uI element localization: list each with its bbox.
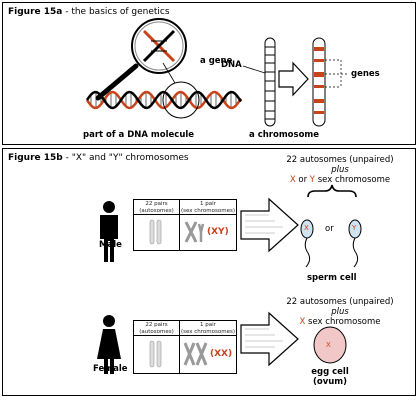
female-autosome-pair-icon [149, 340, 162, 368]
egg-cell-icon [313, 326, 347, 364]
male-autosomes-line: 22 autosomes (unpaired) [286, 155, 394, 165]
male-autosome-pair-icon [149, 219, 162, 245]
female-sex-pair: (XX) [210, 349, 233, 359]
female-person-icon [97, 315, 121, 374]
female-chromosome-table: 22 pairs (autosomes) 1 pair (sex chromos… [133, 320, 237, 374]
egg-x-letter: X [326, 341, 331, 349]
male-plus: plus [331, 165, 349, 175]
female-xx-chromosome-icon [183, 342, 208, 366]
dna-helix [85, 90, 243, 110]
figure-15b-title: Figure 15b - "X" and "Y" chromosomes [8, 153, 189, 163]
brace-icon [307, 184, 357, 198]
dna-caption: part of a DNA molecule [83, 130, 195, 140]
magnifying-glass-icon [95, 18, 187, 101]
gene-highlight-circle [162, 81, 200, 119]
sperm-y-letter: Y [352, 224, 357, 232]
male-label: Male [99, 240, 122, 250]
chromosome-caption: a chromosome [249, 130, 320, 140]
genes-pointer-lines [325, 59, 348, 88]
dna-label: DNA [221, 60, 242, 70]
hollow-arrow-icon [278, 61, 309, 97]
figure-15a-title: Figure 15a - the basics of genetics [8, 7, 170, 17]
female-label: Female [93, 364, 128, 374]
male-sex-header: 1 pair (sex chromosomes) [180, 201, 236, 214]
male-sex-chromosome-line: X or Y sex chromosome [289, 175, 391, 185]
female-autosomes-line: 22 autosomes (unpaired) [286, 297, 394, 307]
male-chromosome-table: 22 pairs (autosomes) 1 pair (sex chromos… [133, 199, 237, 251]
dna-molecule-illustration [85, 18, 348, 127]
figure-15a-panel: Figure 15a - the basics of genetics [2, 2, 416, 145]
female-pairs-header: 22 pairs (autosomes) [139, 322, 174, 335]
figure-15b-graphics [97, 184, 362, 374]
genes-label: genes [351, 69, 380, 79]
female-plus: plus [331, 307, 349, 317]
sperm-x-letter: X [304, 224, 309, 232]
gene-label: a gene [200, 56, 233, 66]
sperm-or-label: or [325, 224, 334, 234]
male-pairs-header: 22 pairs (autosomes) [139, 201, 174, 214]
female-sex-header: 1 pair (sex chromosomes) [180, 322, 236, 335]
gene-pointer-line [162, 62, 176, 84]
zoomed-chromosome [312, 37, 326, 127]
figure-15b-panel: Figure 15b - "X" and "Y" chromosomes [2, 148, 416, 396]
male-arrow-icon [240, 197, 299, 253]
female-sex-chromosome-line: X sex chromosome [299, 317, 381, 327]
sperm-cell-y-icon [348, 219, 362, 268]
egg-cell-label: egg cell [311, 367, 349, 377]
sperm-cell-x-icon [300, 219, 314, 268]
sperm-cell-label: sperm cell [307, 273, 357, 283]
male-xy-chromosome-icon [184, 221, 205, 243]
female-arrow-icon [240, 311, 299, 367]
egg-cell-sublabel: (ovum) [312, 377, 348, 387]
male-person-icon [100, 201, 118, 262]
chromosome-illustration [264, 37, 276, 127]
dna-pointer-line [242, 65, 266, 74]
male-sex-pair: (XY) [207, 227, 229, 237]
